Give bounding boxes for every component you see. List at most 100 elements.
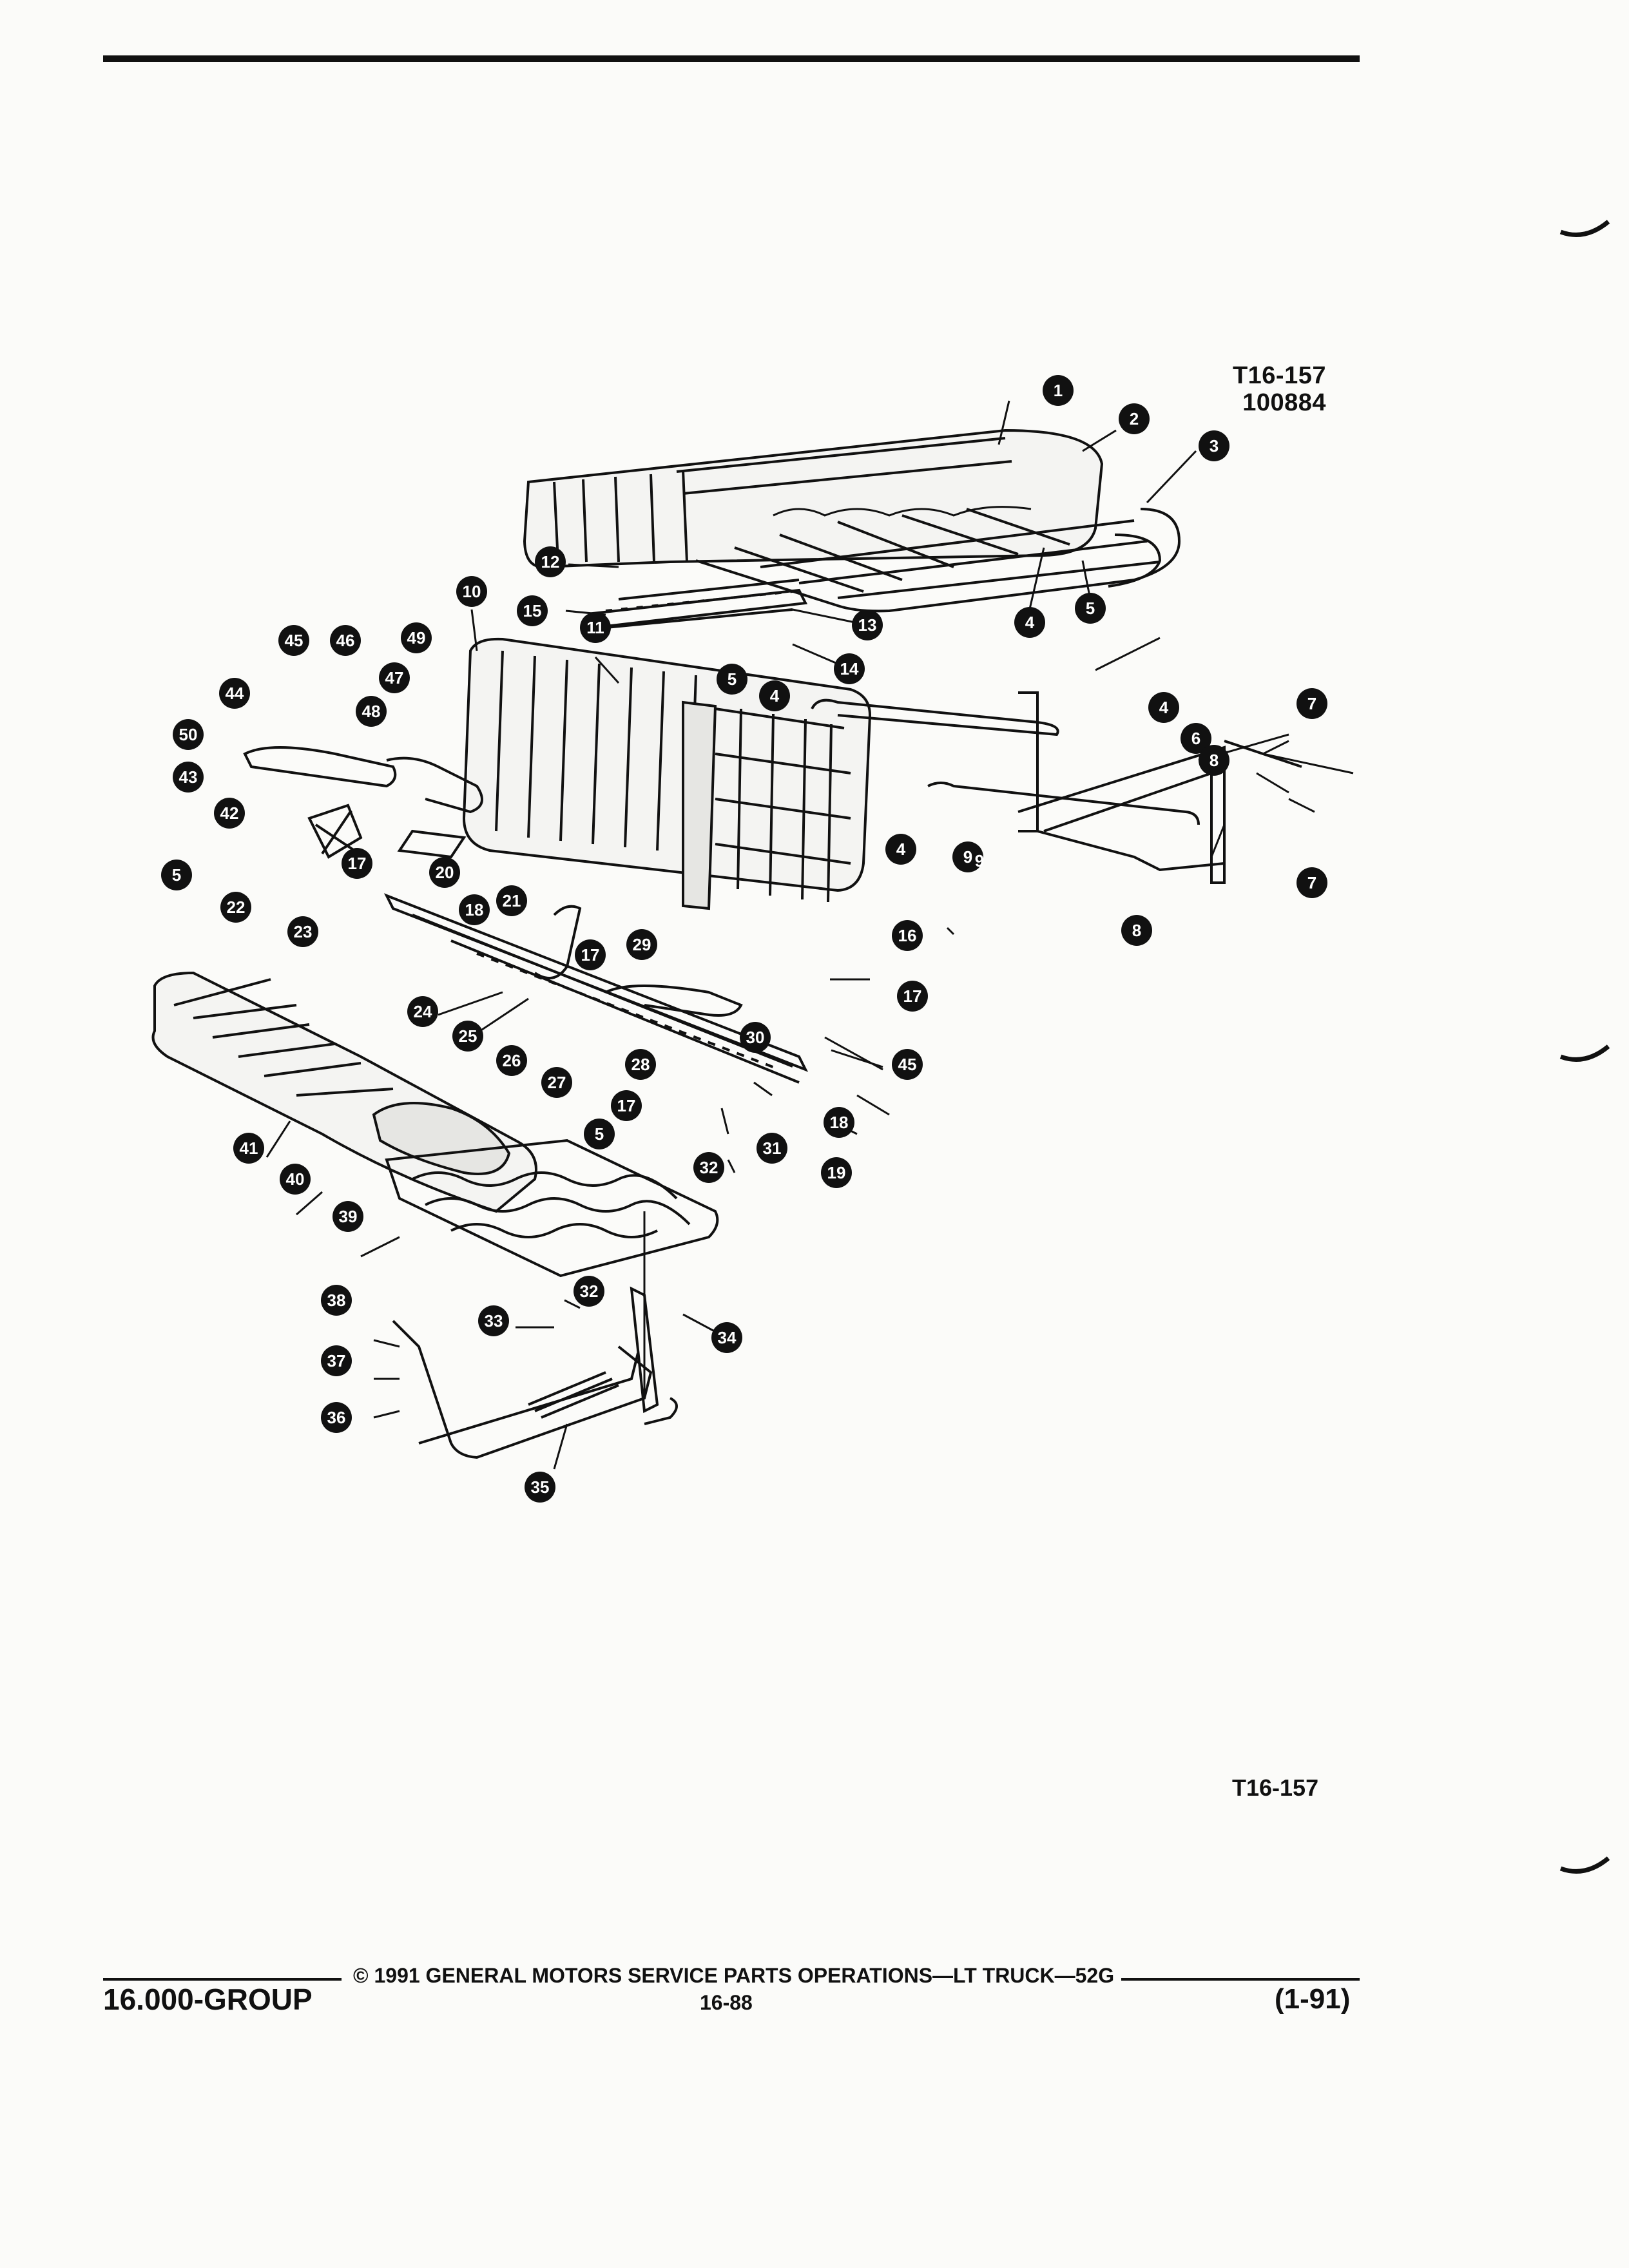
callout-5b: 5 [717, 664, 747, 695]
callout-2: 2 [1119, 403, 1150, 434]
svg-text:15: 15 [523, 601, 542, 620]
callout-41: 41 [233, 1133, 264, 1164]
svg-text:43: 43 [179, 767, 198, 787]
callout-4b: 4 [759, 680, 790, 711]
seat-adjuster [392, 1286, 678, 1459]
callout-45: 45 [278, 625, 309, 656]
svg-text:21: 21 [503, 891, 521, 910]
svg-text:9: 9 [975, 851, 984, 870]
svg-text:3: 3 [1210, 436, 1219, 456]
svg-text:44: 44 [226, 684, 244, 703]
svg-text:4: 4 [1025, 613, 1035, 632]
svg-text:18: 18 [830, 1113, 849, 1132]
callout-22: 22 [220, 892, 251, 923]
svg-text:18: 18 [465, 900, 484, 919]
callout-43: 43 [173, 762, 204, 793]
svg-text:4: 4 [1159, 698, 1169, 717]
callout-7b: 7 [1296, 867, 1327, 898]
svg-text:24: 24 [414, 1002, 432, 1021]
callout-42: 42 [214, 798, 245, 829]
callout-48: 48 [356, 696, 387, 727]
svg-text:34: 34 [718, 1328, 737, 1347]
svg-text:26: 26 [503, 1051, 521, 1070]
callout-49: 49 [401, 622, 432, 653]
callout-37: 37 [321, 1345, 352, 1376]
svg-text:13: 13 [858, 615, 877, 635]
callout-1: 1 [1043, 375, 1074, 406]
footer-revision: (1-91) [1275, 1983, 1351, 2015]
seat-back-frame [695, 508, 1181, 613]
svg-text:37: 37 [327, 1351, 346, 1370]
svg-text:41: 41 [240, 1139, 258, 1158]
footer-copyright: © 1991 GENERAL MOTORS SERVICE PARTS OPER… [353, 1964, 1115, 1987]
binder-mark [1559, 220, 1610, 237]
callout-29: 29 [626, 929, 657, 960]
svg-text:31: 31 [763, 1139, 782, 1158]
svg-text:45: 45 [898, 1055, 917, 1074]
callout-12: 12 [535, 546, 566, 577]
svg-text:5: 5 [172, 865, 181, 885]
callout-32: 32 [693, 1152, 724, 1183]
callout-8b: 8 [1199, 745, 1229, 776]
svg-text:2: 2 [1130, 409, 1139, 428]
svg-text:29: 29 [633, 935, 651, 954]
callout-24: 24 [407, 996, 438, 1027]
svg-text:49: 49 [407, 628, 426, 648]
callout-13: 13 [852, 610, 883, 640]
svg-text:40: 40 [286, 1169, 305, 1189]
svg-text:36: 36 [327, 1408, 346, 1427]
svg-text:4: 4 [770, 686, 780, 706]
svg-text:10: 10 [463, 582, 481, 601]
callout-16: 16 [892, 920, 923, 951]
callout-18: 18 [459, 894, 490, 925]
callout-17b: 17 [897, 981, 928, 1012]
seat-cushion [151, 971, 537, 1213]
svg-text:23: 23 [294, 922, 313, 941]
callout-8: 8 [1121, 915, 1152, 946]
callout-20: 20 [429, 857, 460, 888]
callout-5d: 5 [584, 1119, 615, 1149]
callout-19: 19 [821, 1157, 852, 1188]
callout-5: 5 [1075, 593, 1106, 624]
callout-7: 7 [1296, 688, 1327, 719]
callout-21: 21 [496, 885, 527, 916]
callout-44: 44 [219, 678, 250, 709]
svg-text:16: 16 [898, 926, 917, 945]
callout-35: 35 [525, 1472, 555, 1503]
svg-text:5: 5 [1086, 599, 1095, 618]
svg-text:9: 9 [963, 847, 972, 867]
callout-14: 14 [834, 653, 865, 684]
callout-4c: 4 [1148, 692, 1179, 723]
leader-lines [265, 400, 1354, 1470]
svg-text:12: 12 [541, 552, 560, 572]
callout-4: 4 [1014, 607, 1045, 638]
side-brackets [811, 691, 1302, 884]
recliner-mechanism [243, 746, 483, 859]
callout-group: 1 2 3 4 5 12 15 13 14 10 11 45 46 49 47 … [161, 375, 1327, 1503]
svg-text:7: 7 [1307, 694, 1316, 713]
latch-rod [383, 893, 809, 1084]
figure-code: T16-157 [1232, 362, 1326, 389]
callout-23: 23 [287, 916, 318, 947]
callout-47: 47 [379, 662, 410, 693]
svg-text:48: 48 [362, 702, 381, 721]
svg-text:5: 5 [728, 669, 737, 689]
svg-text:17: 17 [348, 854, 367, 873]
callout-11: 11 [580, 612, 611, 643]
footer-page-number: 16-88 [700, 1991, 753, 2014]
svg-text:1: 1 [1054, 381, 1063, 400]
callout-45b: 45 [892, 1049, 923, 1080]
figure-number: 100884 [1242, 389, 1326, 416]
hinge-strip [590, 579, 808, 630]
seat-spring-frame [385, 1139, 719, 1278]
callout-15: 15 [517, 595, 548, 626]
svg-text:8: 8 [1132, 921, 1141, 940]
svg-text:30: 30 [746, 1028, 765, 1047]
svg-text:17: 17 [903, 986, 922, 1006]
svg-text:14: 14 [840, 659, 859, 678]
footer-rule-right [1121, 1978, 1360, 1981]
svg-text:33: 33 [485, 1311, 503, 1331]
callout-10: 10 [456, 576, 487, 607]
callout-3: 3 [1199, 430, 1229, 461]
